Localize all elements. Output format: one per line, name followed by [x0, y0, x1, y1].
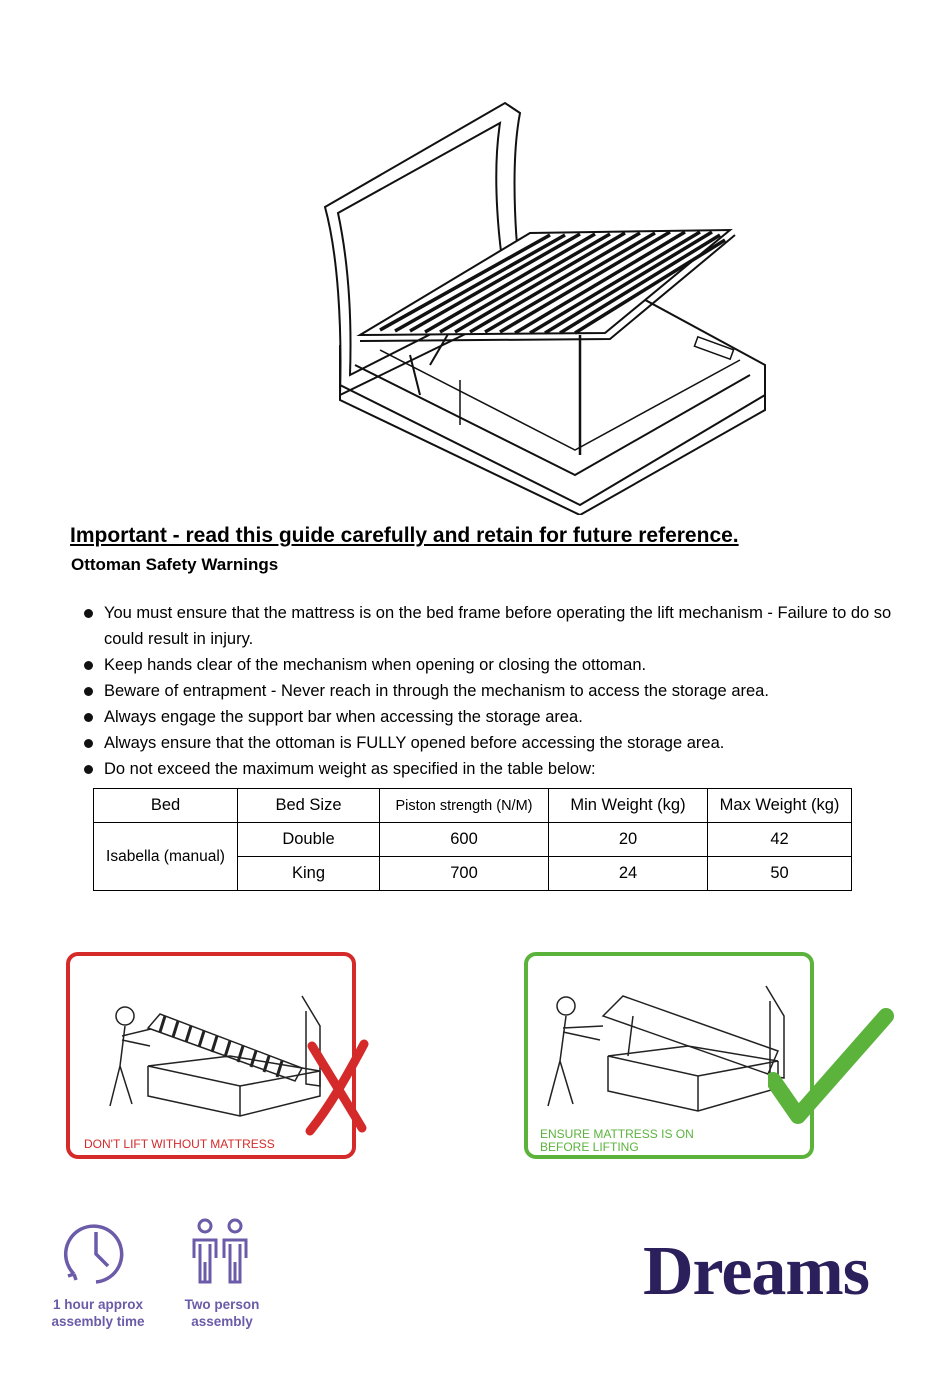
weight-table: Bed Bed Size Piston strength (N/M) Min W…: [93, 788, 852, 891]
people-caption-line2: assembly: [191, 1314, 253, 1329]
table-header: Bed Size: [237, 788, 380, 823]
ottoman-bed-illustration: [323, 101, 766, 515]
bed-slats: [379, 230, 726, 335]
time-caption: 1 hour approx assembly time: [42, 1296, 154, 1330]
warning-item: Always engage the support bar when acces…: [80, 704, 910, 730]
table-row: Isabella (manual) Double 600 20 42: [93, 822, 852, 891]
warning-item: Always ensure that the ottoman is FULLY …: [80, 730, 910, 756]
people-caption: Two person assembly: [168, 1296, 276, 1330]
people-caption-line1: Two person: [184, 1297, 260, 1312]
dont-lift-panel: DON'T LIFT WITHOUT MATTRESS: [66, 952, 369, 1159]
do-caption-line1: ENSURE MATTRESS IS ON: [540, 1127, 694, 1141]
cross-icon: [305, 1039, 369, 1136]
time-caption-line2: assembly time: [51, 1314, 145, 1329]
table-header: Min Weight (kg): [548, 788, 708, 823]
table-header: Piston strength (N/M): [379, 788, 549, 823]
check-icon: [768, 1008, 894, 1124]
table-cell: 50: [707, 856, 852, 891]
warning-item: Beware of entrapment - Never reach in th…: [80, 678, 910, 704]
table-cell: King: [237, 856, 380, 891]
section-subheading: Ottoman Safety Warnings: [71, 555, 279, 574]
warning-item: Do not exceed the maximum weight as spec…: [80, 756, 910, 782]
table-header: Bed: [93, 788, 238, 823]
table-header: Max Weight (kg): [707, 788, 852, 823]
person-lifting-slats-illustration: [109, 995, 321, 1117]
warning-item: Keep hands clear of the mechanism when o…: [80, 652, 910, 678]
table-cell-bed: Isabella (manual): [93, 822, 238, 891]
page-heading: Important - read this guide carefully an…: [70, 524, 739, 547]
safety-warnings-list: You must ensure that the mattress is on …: [80, 600, 910, 782]
clock-icon: [63, 1224, 124, 1284]
do-lift-panel: ENSURE MATTRESS IS ON BEFORE LIFTING: [524, 952, 894, 1159]
dreams-logo: Dreams: [643, 1233, 870, 1310]
do-caption-line2: BEFORE LIFTING: [540, 1140, 639, 1154]
dont-caption: DON'T LIFT WITHOUT MATTRESS: [84, 1137, 275, 1151]
table-cell: 600: [379, 822, 549, 857]
table-header-row: Bed Bed Size Piston strength (N/M) Min W…: [93, 788, 852, 823]
two-person-icon: [192, 1218, 248, 1284]
warning-item: You must ensure that the mattress is on …: [80, 600, 910, 652]
table-cell: 42: [707, 822, 852, 857]
table-cell: Double: [237, 822, 380, 857]
table-cell: 24: [548, 856, 708, 891]
table-cell: 700: [379, 856, 549, 891]
table-cell: 20: [548, 822, 708, 857]
time-caption-line1: 1 hour approx: [52, 1297, 143, 1312]
table-row: King 700 24 50: [94, 856, 852, 891]
person-lifting-mattress-illustration: [547, 985, 785, 1112]
